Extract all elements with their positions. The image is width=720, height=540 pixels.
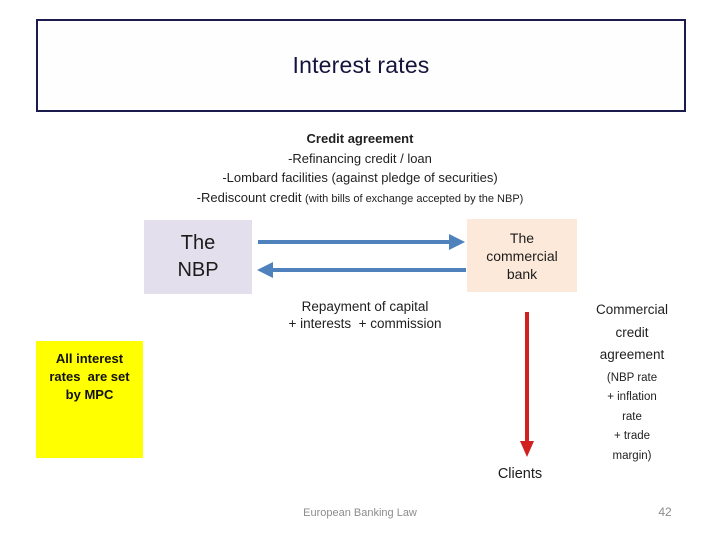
footer-text: European Banking Law xyxy=(303,507,417,519)
credit-agreement-line: -Refinancing credit / loan xyxy=(288,150,432,166)
commercial-credit-detail: (NBP rate + inflation rate + trade margi… xyxy=(606,371,658,462)
credit-agreement-line: -Lombard facilities (against pledge of s… xyxy=(222,170,498,185)
credit-agreement-note: (with bills of exchange accepted by the … xyxy=(305,192,524,205)
nbp-box-label: The NBP xyxy=(177,232,219,281)
commercial-credit-heading: Commercial credit agreement xyxy=(595,302,668,362)
credit-agreement-line: -Rediscount credit (with bills of exchan… xyxy=(196,189,524,205)
slide-title: Interest rates xyxy=(292,52,430,78)
repayment-label: Repayment of capital + interests + commi… xyxy=(288,299,442,331)
mpc-note-box: All interest rates are set by MPC xyxy=(36,341,143,458)
credit-agreement-block: Credit agreement -Refinancing credit / l… xyxy=(90,129,630,209)
nbp-box: The NBP xyxy=(144,220,252,294)
page-number: 42 xyxy=(658,505,672,519)
arrow-left-icon xyxy=(257,262,466,278)
red-down-arrow-icon xyxy=(520,312,534,457)
credit-agreement-heading: Credit agreement xyxy=(306,131,414,146)
commercial-credit-block: Commercial credit agreement (NBP rate + … xyxy=(583,299,681,466)
arrow-right-icon xyxy=(258,234,465,250)
commercial-bank-box: The commercial bank xyxy=(467,219,577,292)
slide-title-box: Interest rates xyxy=(36,19,686,112)
clients-label: Clients xyxy=(497,466,543,482)
commercial-bank-label: The commercial bank xyxy=(486,229,558,282)
